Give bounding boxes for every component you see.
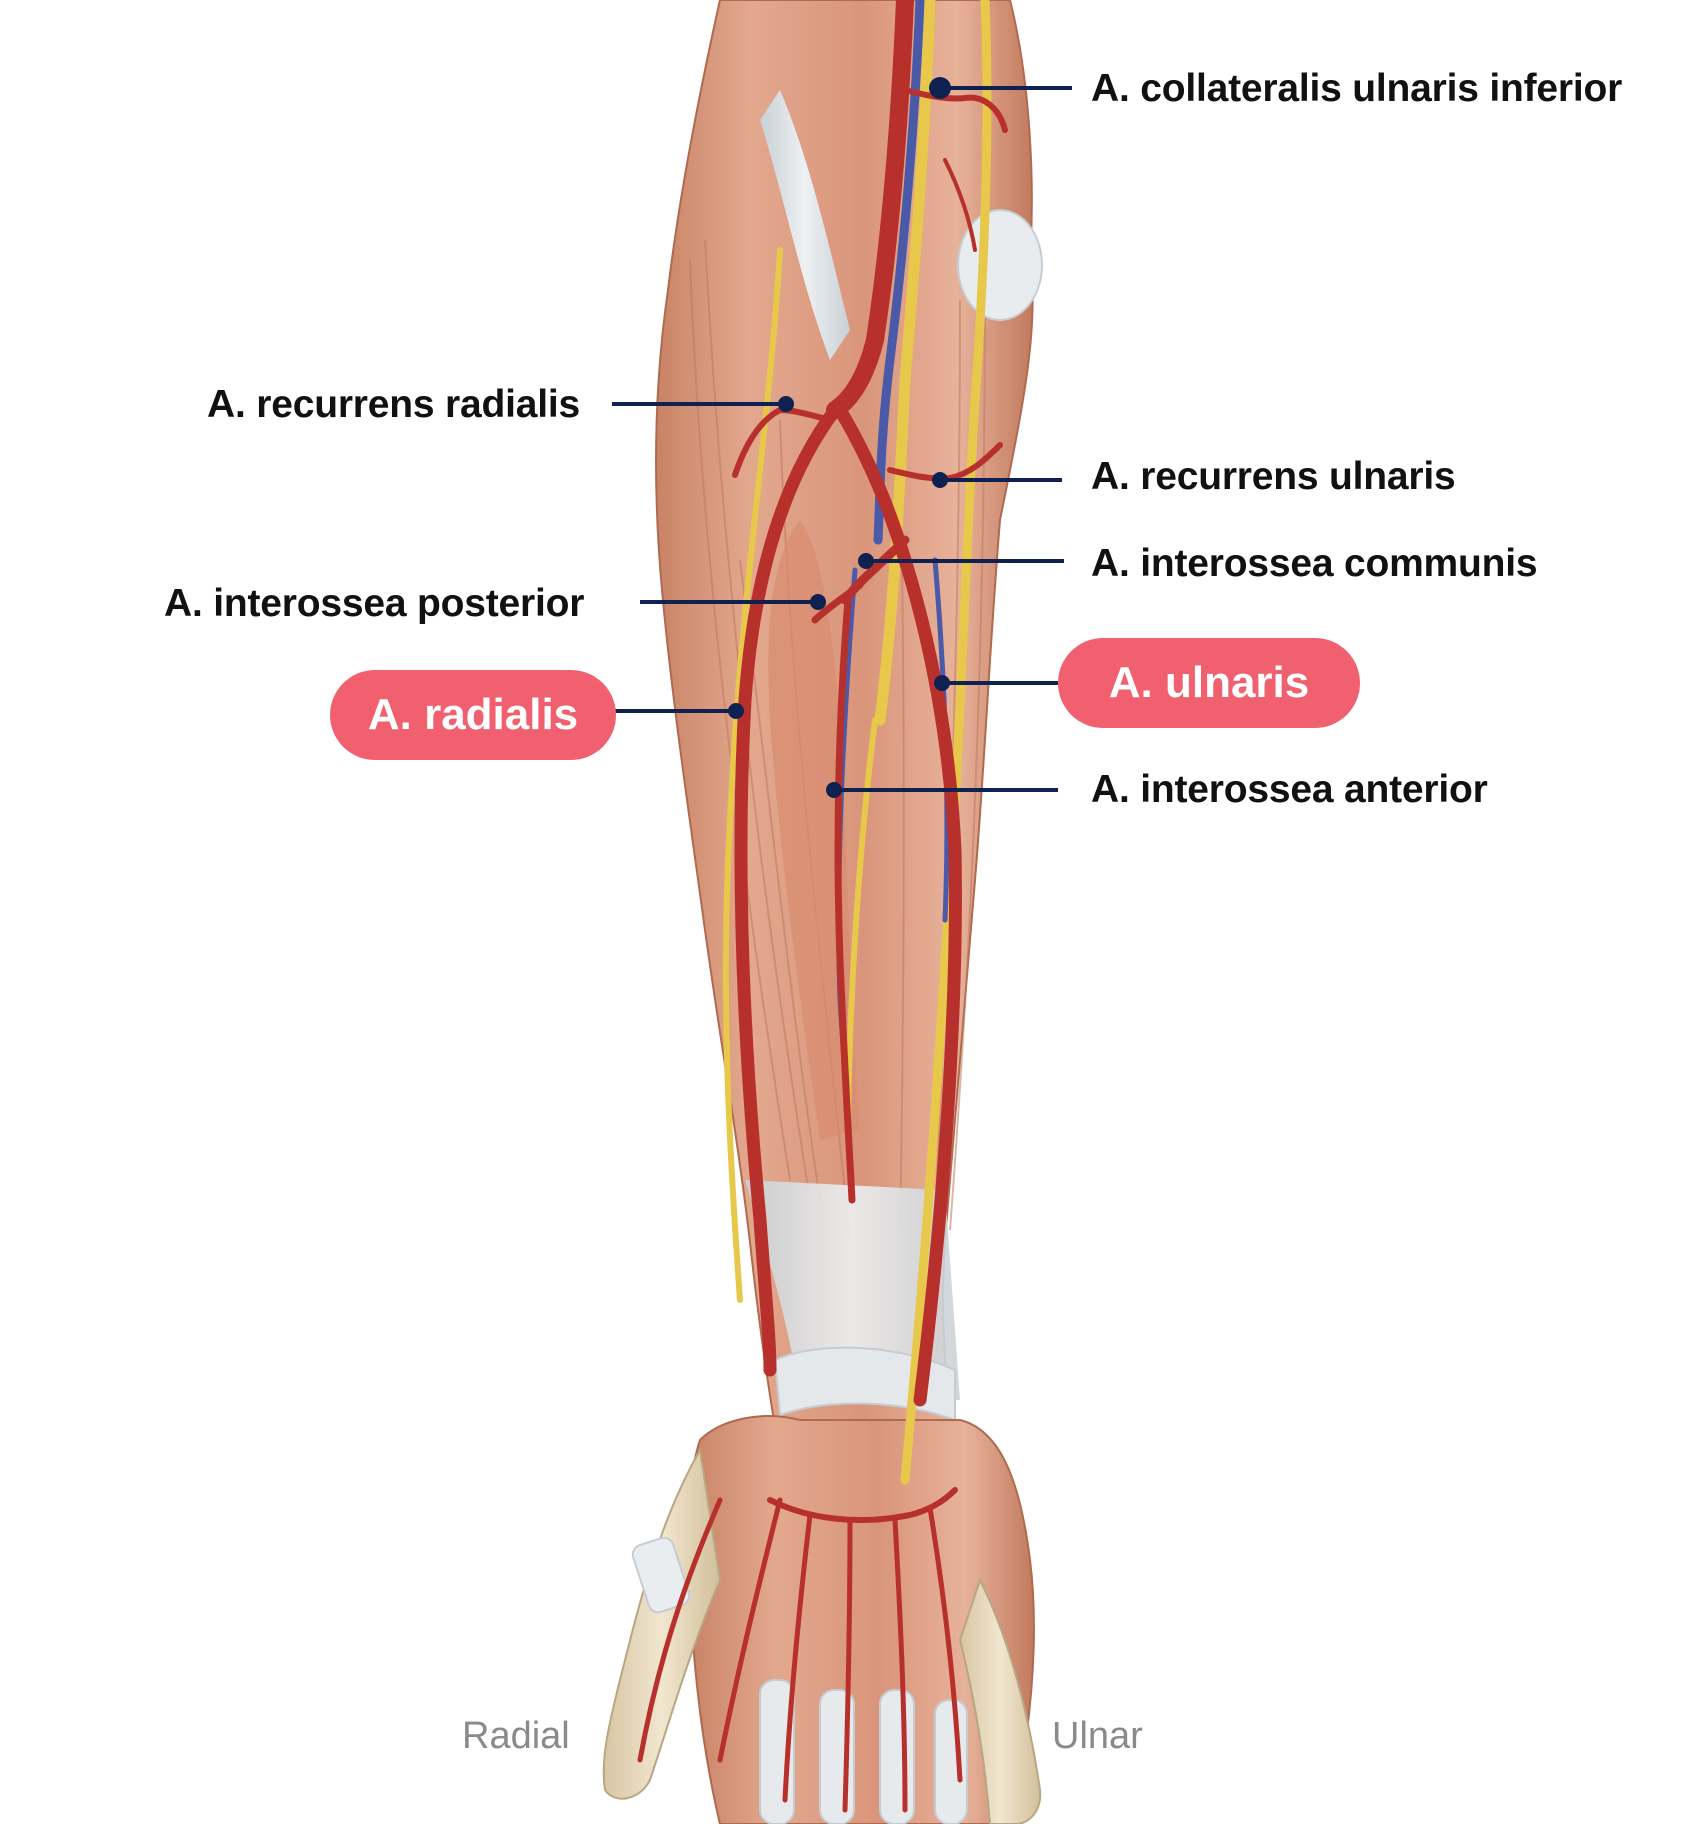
brachial-artery bbox=[826, 0, 914, 419]
upper-tendon bbox=[760, 90, 850, 360]
palmar-arch bbox=[767, 1487, 958, 1523]
leader-dots bbox=[728, 77, 951, 798]
ulnar-nerve bbox=[900, 0, 992, 1485]
digital-arteries bbox=[637, 1497, 963, 1813]
wrist-tendons bbox=[745, 1180, 960, 1400]
label-collateralis-ulnaris-inferior: A. collateralis ulnaris inferior bbox=[1091, 67, 1623, 110]
median-nerve bbox=[874, 0, 936, 726]
radial-artery bbox=[734, 403, 842, 1377]
highlight-ulnaris: A. ulnaris bbox=[1058, 638, 1360, 728]
ulnar-artery bbox=[833, 403, 962, 1407]
label-interossea-communis: A. interossea communis bbox=[1091, 542, 1538, 585]
thumb-tendon-sheath bbox=[631, 1536, 691, 1614]
label-recurrens-radialis: A. recurrens radialis bbox=[207, 383, 580, 426]
thumb bbox=[602, 1447, 722, 1800]
collateral-branch bbox=[943, 158, 977, 252]
label-recurrens-ulnaris: A. recurrens ulnaris bbox=[1091, 455, 1456, 498]
label-interossea-posterior: A. interossea posterior bbox=[164, 582, 585, 625]
recurrent-radial-artery bbox=[732, 406, 833, 478]
median-nerve-lower bbox=[845, 717, 878, 1123]
radial-nerve bbox=[722, 247, 783, 1303]
highlight-radialis: A. radialis bbox=[330, 670, 616, 760]
orientation-radial: Radial bbox=[462, 1715, 570, 1757]
inferior-ulnar-collateral-artery bbox=[902, 87, 1008, 133]
orientation-ulnar: Ulnar bbox=[1052, 1715, 1143, 1757]
little-finger bbox=[958, 1577, 1042, 1824]
posterior-interosseous-artery bbox=[811, 581, 864, 624]
label-interossea-anterior: A. interossea anterior bbox=[1091, 768, 1488, 811]
leader-lines bbox=[612, 86, 1072, 792]
anterior-interosseous-artery bbox=[834, 596, 856, 1204]
